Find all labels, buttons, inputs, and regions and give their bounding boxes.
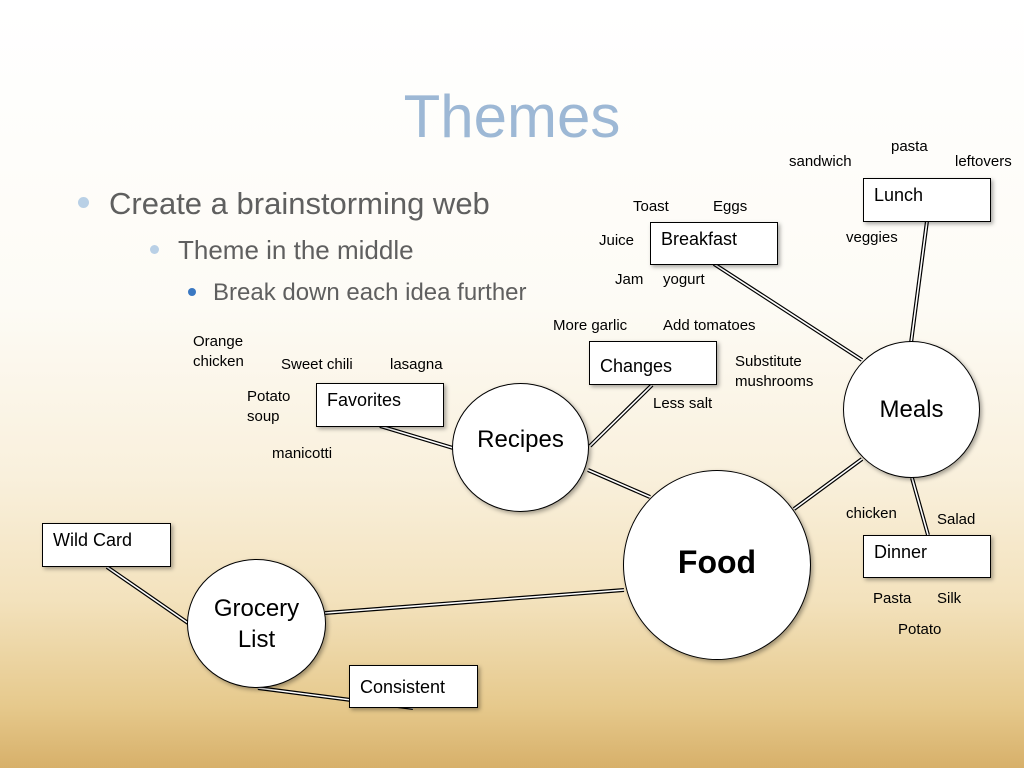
- connector-recipes-favorites: [379, 424, 454, 450]
- node-food: Food: [623, 470, 811, 660]
- node-grocery-list-label: Grocery List: [213, 594, 300, 653]
- bullet-level-3: Break down each idea further: [188, 279, 527, 307]
- node-food-label: Food: [677, 543, 757, 580]
- box-lunch: Lunch: [863, 178, 991, 222]
- bullet-level-3-text: Break down each idea further: [213, 279, 527, 306]
- box-favorites: Favorites: [316, 383, 444, 427]
- label-sweet-chili: Sweet chili: [281, 356, 353, 373]
- box-breakfast: Breakfast: [650, 222, 778, 265]
- label-pasta-bottom: Pasta: [873, 590, 912, 607]
- label-leftovers: leftovers: [955, 153, 1012, 170]
- label-substitute-mushrooms: Substitute mushrooms: [735, 353, 814, 390]
- label-yogurt: yogurt: [663, 271, 705, 288]
- node-grocery-list: Grocery List: [187, 559, 326, 688]
- label-salad: Salad: [937, 511, 976, 528]
- connector-meals-breakfast: [712, 262, 864, 362]
- label-lasagna: lasagna: [390, 356, 443, 373]
- label-sandwich: sandwich: [789, 153, 852, 170]
- bullet-dot-icon: [78, 197, 89, 208]
- label-toast: Toast: [633, 198, 669, 215]
- bullet-dot-icon: [150, 245, 159, 254]
- label-juice: Juice: [599, 232, 635, 249]
- node-meals: Meals: [843, 341, 980, 478]
- connector-meals-dinner: [910, 477, 930, 536]
- bullet-level-1-text: Create a brainstorming web: [109, 186, 490, 221]
- bullet-level-2-text: Theme in the middle: [178, 235, 414, 265]
- bullet-dot-icon: [188, 288, 196, 296]
- connector-meals-lunch: [909, 220, 929, 344]
- label-chicken: chicken: [846, 505, 897, 522]
- label-less-salt: Less salt: [653, 395, 713, 412]
- label-more-garlic: More garlic: [553, 317, 628, 334]
- bullet-level-2: Theme in the middle: [150, 235, 414, 266]
- connector-food-grocery: [324, 588, 625, 615]
- label-jam: Jam: [615, 271, 644, 288]
- node-recipes: Recipes: [452, 383, 589, 512]
- connector-recipes-changes: [588, 383, 654, 448]
- label-potato: Potato: [898, 621, 942, 638]
- slide-title: Themes: [403, 83, 621, 150]
- box-wild-card: Wild Card: [42, 523, 171, 567]
- label-veggies: veggies: [846, 229, 898, 246]
- connector-food-recipes: [587, 468, 651, 499]
- box-changes: Changes: [589, 341, 717, 385]
- label-manicotti: manicotti: [272, 445, 333, 462]
- box-consistent: Consistent: [349, 665, 478, 708]
- label-add-tomatoes: Add tomatoes: [663, 317, 756, 334]
- box-dinner: Dinner: [863, 535, 991, 578]
- connector-grocery-wildcard: [105, 565, 190, 625]
- label-eggs: Eggs: [713, 198, 748, 215]
- connector-food-meals: [792, 457, 864, 511]
- label-orange-chicken: Orange chicken: [193, 333, 244, 370]
- node-meals-label: Meals: [879, 395, 944, 423]
- bullet-level-1: Create a brainstorming web: [78, 186, 490, 222]
- label-potato-soup: Potato soup: [247, 388, 291, 425]
- node-recipes-label: Recipes: [477, 425, 564, 453]
- label-pasta-top: pasta: [891, 138, 928, 155]
- label-silk: Silk: [937, 590, 962, 607]
